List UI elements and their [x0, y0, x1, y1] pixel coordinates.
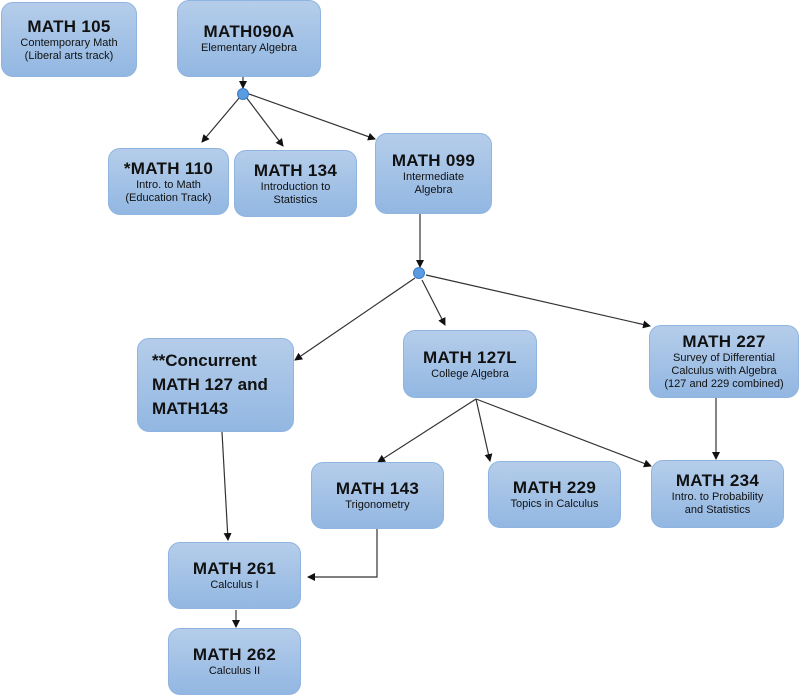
course-desc-line: (127 and 229 combined): [664, 378, 784, 390]
course-desc-line: Intermediate: [402, 170, 465, 183]
course-desc-line: Elementary Algebra: [201, 42, 297, 54]
junction-node-2: [413, 267, 425, 279]
course-code: MATH 143: [335, 479, 420, 498]
course-desc-line: Trigonometry: [345, 499, 410, 511]
course-desc-line: Algebra: [414, 183, 453, 196]
course-text-line: MATH143: [152, 399, 229, 418]
course-desc-line: Intro. to Probability: [671, 491, 764, 503]
edge-junction1-math099: [248, 93, 376, 141]
course-code: MATH090A: [203, 22, 295, 41]
node-math099[interactable]: MATH 099 Intermediate Algebra: [375, 133, 492, 214]
edge-concurrent-math261: [221, 431, 232, 541]
edge-math127l-math143: [377, 398, 477, 463]
node-math090a[interactable]: MATH090A Elementary Algebra: [177, 0, 321, 77]
course-desc-line: Statistics: [273, 193, 318, 206]
course-desc-line: (Liberal arts track): [24, 49, 114, 62]
node-math143[interactable]: MATH 143 Trigonometry: [311, 462, 444, 529]
node-math110[interactable]: *MATH 110 Intro. to Math (Education Trac…: [108, 148, 229, 215]
node-concurrent-math127-math143[interactable]: **Concurrent MATH 127 and MATH143: [137, 338, 294, 432]
node-math262[interactable]: MATH 262 Calculus II: [168, 628, 301, 695]
course-desc-line: and Statistics: [684, 504, 751, 516]
course-code: MATH 127L: [422, 347, 517, 367]
node-math234[interactable]: MATH 234 Intro. to Probability and Stati…: [651, 460, 784, 528]
course-desc-line: Survey of Differential: [673, 352, 775, 364]
edge-junction2-math127l: [421, 279, 446, 326]
course-code: MATH 229: [512, 478, 597, 497]
node-math127l[interactable]: MATH 127L College Algebra: [403, 330, 537, 398]
node-math105[interactable]: MATH 105 Contemporary Math (Liberal arts…: [1, 2, 137, 77]
course-code: MATH 262: [192, 645, 277, 664]
node-math261[interactable]: MATH 261 Calculus I: [168, 542, 301, 609]
course-desc-line: Introduction to: [260, 180, 331, 193]
edge-math127l-math234: [475, 398, 652, 468]
course-desc-line: Intro. to Math: [136, 178, 201, 191]
course-code: MATH 234: [675, 471, 760, 490]
node-math134[interactable]: MATH 134 Introduction to Statistics: [234, 150, 357, 217]
course-code: MATH 105: [27, 16, 111, 36]
course-desc-line: Calculus II: [208, 665, 261, 677]
edge-math143-math261: [307, 529, 378, 581]
edge-junction1-math110: [201, 96, 241, 143]
course-text-line: MATH 127 and: [152, 375, 268, 394]
course-desc-line: Calculus with Algebra: [671, 365, 777, 377]
course-code: MATH 099: [391, 150, 476, 170]
course-code: MATH 227: [682, 332, 766, 351]
edge-math127l-math229: [475, 398, 493, 462]
course-desc-line: Topics in Calculus: [510, 498, 599, 510]
course-desc-line: College Algebra: [431, 367, 509, 380]
edge-junction2-concurrent: [294, 277, 416, 361]
edge-junction1-math134: [245, 96, 284, 147]
course-desc-line: Calculus I: [210, 579, 259, 591]
course-code: MATH 134: [253, 160, 338, 180]
junction-node-1: [237, 88, 249, 100]
course-desc-line: Contemporary Math: [20, 36, 118, 49]
node-math227[interactable]: MATH 227 Survey of Differential Calculus…: [649, 325, 799, 398]
course-code: MATH 261: [192, 559, 277, 578]
node-math229[interactable]: MATH 229 Topics in Calculus: [488, 461, 621, 528]
edge-junction2-math227: [425, 274, 651, 329]
course-desc-line: (Education Track): [125, 191, 212, 204]
course-code: *MATH 110: [123, 158, 214, 178]
course-text-line: **Concurrent: [152, 351, 257, 370]
